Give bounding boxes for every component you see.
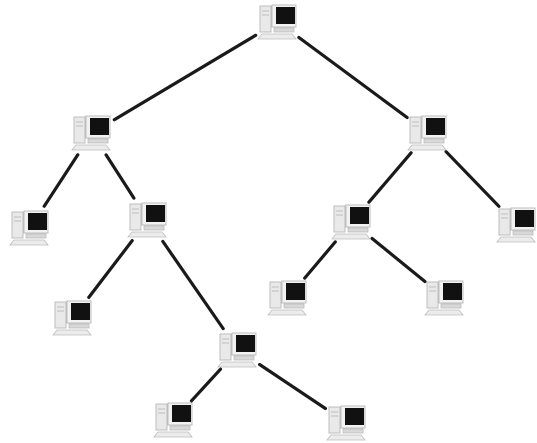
computer-icon [326, 405, 366, 441]
computer-icon [71, 115, 111, 151]
node-left-b-b-a [153, 402, 193, 438]
computer-icon [217, 332, 257, 368]
node-left-b-b-b [326, 405, 366, 441]
node-left-b-a [52, 300, 92, 336]
node-left-a [9, 210, 49, 246]
tree-nodes [9, 4, 536, 441]
node-left-b-b [217, 332, 257, 368]
link-root-to-right [297, 35, 409, 120]
link-left-b-to-left-b-b [161, 239, 225, 331]
computer-icon [407, 115, 447, 151]
node-left [71, 115, 111, 151]
computer-icon [267, 280, 307, 316]
link-right-to-right-a [367, 151, 413, 204]
link-left-b-to-left-b-a [87, 239, 134, 299]
link-right-a-to-right-a-a [303, 240, 337, 280]
computer-icon [153, 402, 193, 438]
link-left-b-b-to-left-b-b-a [189, 367, 223, 403]
node-right-a-a [267, 280, 307, 316]
computer-icon [496, 207, 536, 243]
computer-icon [9, 210, 49, 246]
node-right [407, 115, 447, 151]
computer-icon [331, 204, 371, 240]
link-right-to-right-b [444, 150, 501, 208]
node-right-b [496, 207, 536, 243]
computer-icon [257, 4, 297, 40]
link-left-to-left-b [104, 153, 136, 200]
computer-icon [52, 300, 92, 336]
computer-icon [127, 202, 167, 238]
node-right-a-b [424, 280, 464, 316]
node-left-b [127, 202, 167, 238]
link-root-to-left [112, 33, 258, 122]
link-left-to-left-a [42, 153, 80, 208]
node-right-a [331, 204, 371, 240]
link-right-a-to-right-a-b [370, 236, 427, 284]
link-left-b-b-to-left-b-b-b [258, 362, 327, 411]
node-root [257, 4, 297, 40]
computer-icon [424, 280, 464, 316]
tree-links [42, 33, 501, 411]
